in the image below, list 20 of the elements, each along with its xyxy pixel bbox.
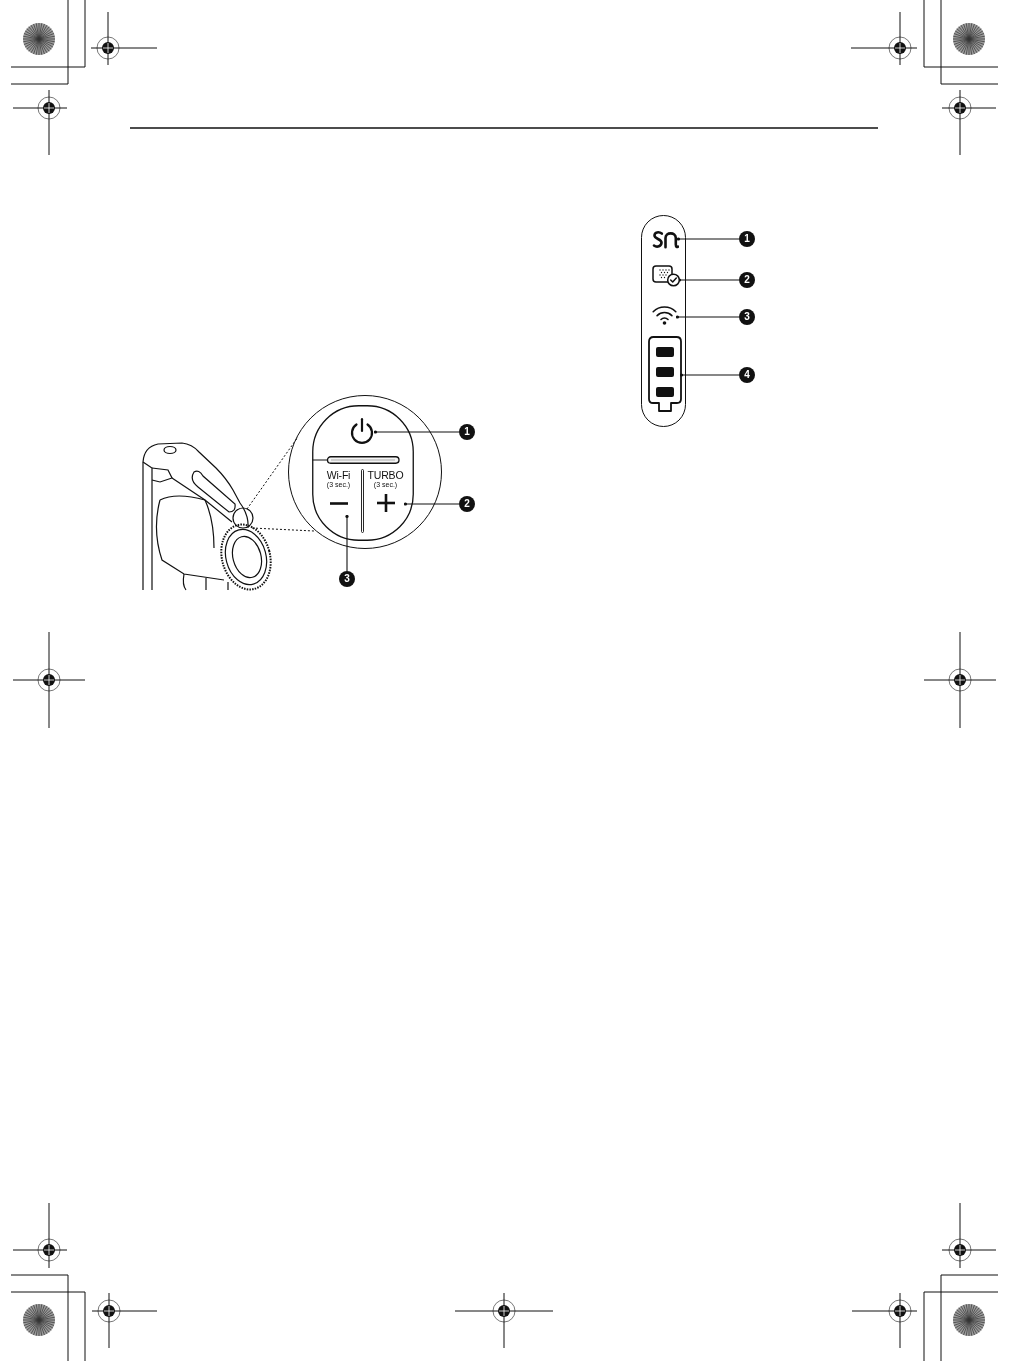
callout-number: 1: [459, 424, 475, 440]
leader-line: [373, 430, 460, 434]
callout-number: 4: [739, 367, 755, 383]
button-label: Wi-Fi: [326, 468, 351, 481]
wifi-icon: [650, 304, 678, 325]
callout-number: 3: [739, 309, 755, 325]
callout-number: 2: [459, 496, 475, 512]
callout-number: 1: [739, 231, 755, 247]
leader-line: [679, 373, 740, 377]
leader-line: [676, 237, 740, 241]
battery-icon: [647, 335, 682, 412]
leader-line: [345, 514, 349, 572]
callout-number: 3: [339, 571, 355, 587]
leader-line: [677, 278, 740, 282]
leader-line: [403, 502, 460, 506]
leader-line: [675, 315, 740, 319]
s-curve-icon: [651, 229, 679, 249]
callout-number: 2: [739, 272, 755, 288]
button-label: TURBO: [367, 468, 404, 481]
dotted-box-check-icon: [651, 264, 680, 287]
